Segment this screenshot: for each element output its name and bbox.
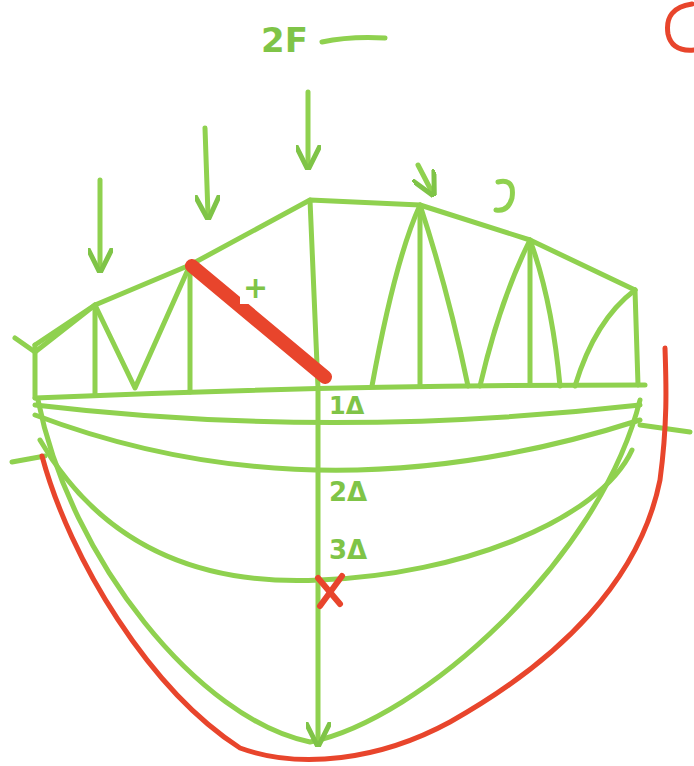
- highlighted-member: [192, 266, 325, 377]
- top-chord: [35, 200, 635, 345]
- load-label: 2F: [258, 22, 311, 58]
- load-arrow: [205, 128, 208, 215]
- support-mark: [12, 425, 690, 462]
- deflection-curve: [35, 415, 640, 470]
- displacement-label: 3Δ: [326, 536, 370, 564]
- load-arrow: [98, 180, 103, 268]
- displacement-label: 2Δ: [326, 478, 370, 506]
- influence-curve: [42, 348, 666, 760]
- deflection-curve: [40, 440, 632, 581]
- displacement-label: 1Δ: [326, 393, 367, 419]
- member-label: +: [240, 272, 271, 304]
- load-arrow: [306, 92, 311, 165]
- deflection-curve: [38, 400, 640, 742]
- truss-diagonal: [15, 205, 635, 388]
- title-dash: [322, 38, 385, 43]
- load-arrow: [496, 181, 512, 210]
- cross-mark: [318, 576, 342, 606]
- partial-letter: [668, 4, 694, 50]
- center-line: [316, 388, 321, 742]
- load-arrow: [418, 165, 432, 192]
